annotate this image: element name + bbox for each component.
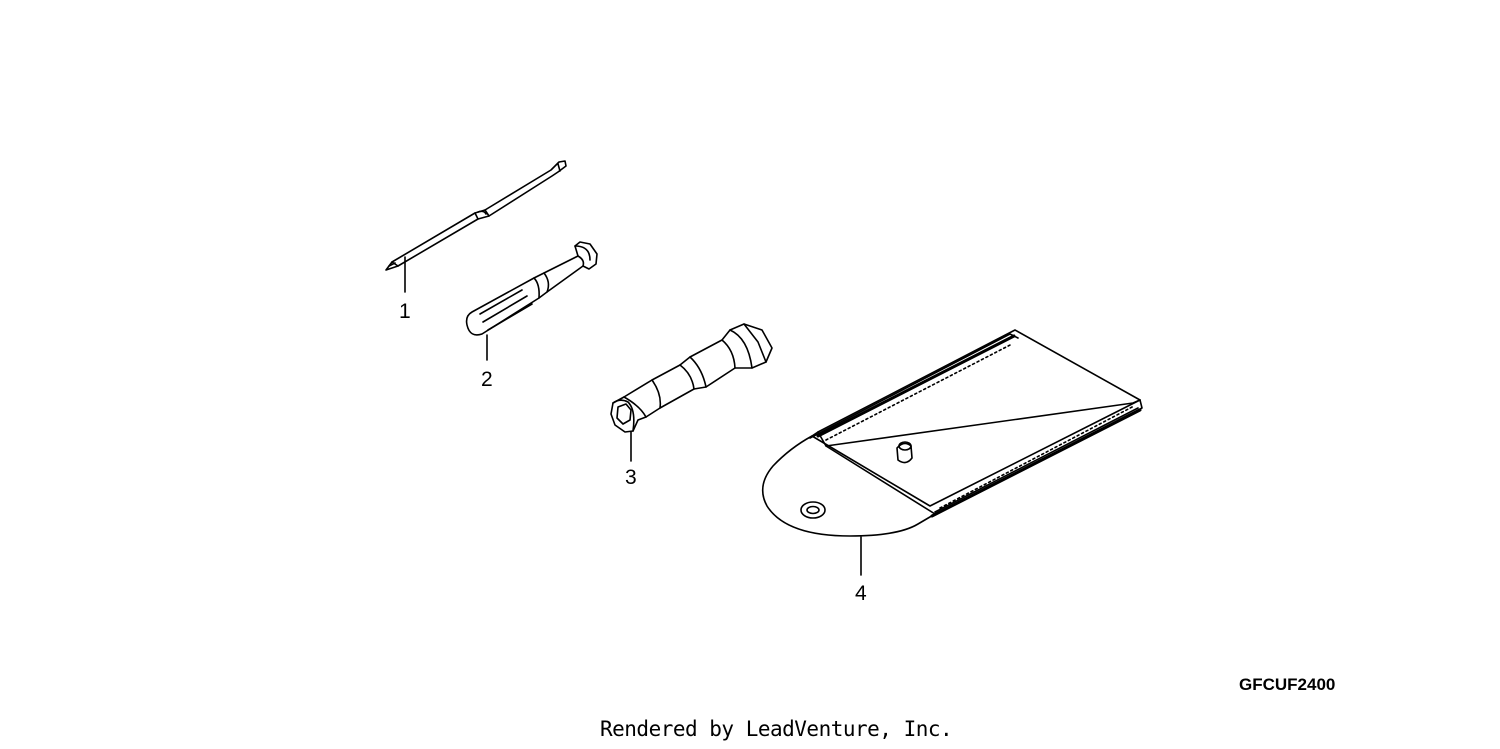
tool-bag-icon <box>761 329 1143 576</box>
drawing-code: GFCUF2400 <box>1239 675 1336 694</box>
plug-wrench-icon <box>610 323 773 462</box>
callout-label-2[interactable]: 2 <box>481 368 493 391</box>
screwdriver-handle-icon <box>465 241 598 361</box>
callout-label-3[interactable]: 3 <box>625 466 637 489</box>
render-credit: Rendered by LeadVenture, Inc. <box>600 717 953 741</box>
callout-label-1[interactable]: 1 <box>399 300 411 323</box>
screwdriver-bit-icon <box>385 160 567 293</box>
callout-label-4[interactable]: 4 <box>855 582 867 605</box>
